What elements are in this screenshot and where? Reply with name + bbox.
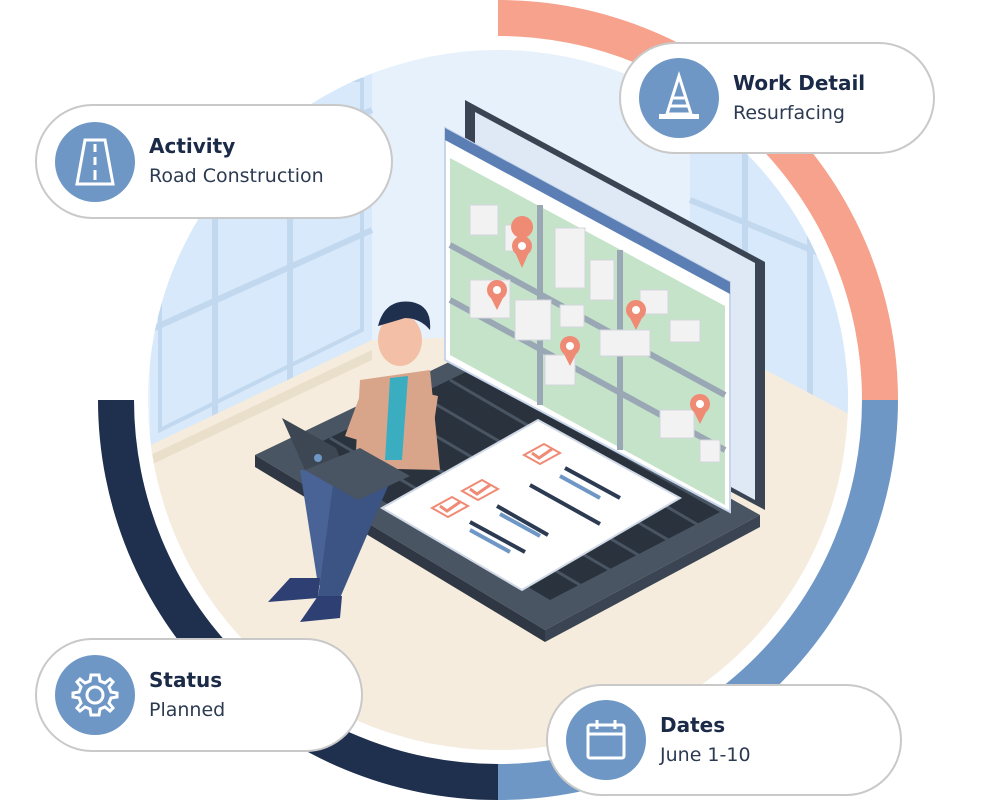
traffic-cone-icon — [639, 58, 719, 138]
status-title: Status — [149, 667, 223, 692]
status-card[interactable]: Status Planned — [35, 638, 363, 752]
status-value: Planned — [149, 698, 226, 721]
laptop — [255, 100, 765, 642]
dates-card[interactable]: Dates June 1-10 — [546, 684, 902, 796]
activity-value: Road Construction — [149, 165, 324, 188]
activity-card[interactable]: Activity Road Construction — [35, 104, 393, 219]
dates-title: Dates — [660, 712, 726, 737]
person-with-laptop — [268, 301, 440, 622]
dates-value: June 1-10 — [660, 743, 751, 766]
checklist-document — [379, 418, 683, 592]
work-detail-value: Resurfacing — [733, 101, 845, 124]
calendar-icon — [566, 700, 646, 780]
gear-icon — [55, 655, 135, 735]
activity-title: Activity — [149, 134, 236, 159]
road-icon — [55, 121, 135, 202]
work-detail-title: Work Detail — [733, 70, 866, 95]
work-detail-card[interactable]: Work Detail Resurfacing — [619, 42, 935, 154]
